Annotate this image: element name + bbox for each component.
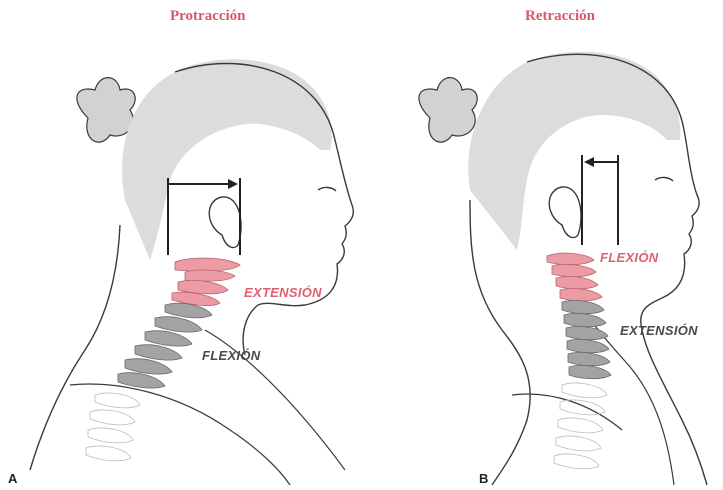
- hair-bun: [419, 78, 477, 143]
- panel-a-flexion-label: FLEXIÓN: [202, 348, 260, 363]
- ear: [209, 197, 241, 248]
- lower-vertebrae: [562, 300, 611, 378]
- neck-back: [30, 225, 120, 470]
- panel-retraction: Retracción FLEXIÓN EXTENSIÓN B: [362, 0, 723, 490]
- upper-vertebrae: [547, 253, 602, 301]
- eye: [655, 177, 673, 181]
- panel-a-extension-label: EXTENSIÓN: [244, 285, 322, 300]
- hair-bun: [77, 78, 135, 143]
- panel-a-letter: A: [8, 471, 17, 486]
- panel-b-extension-label: EXTENSIÓN: [620, 323, 698, 338]
- protraction-illustration: [0, 0, 361, 490]
- ear: [549, 187, 581, 238]
- arrow-head: [228, 179, 238, 189]
- thoracic-vertebrae: [86, 393, 140, 461]
- arrow-head: [584, 157, 594, 167]
- eye: [318, 187, 336, 191]
- panel-b-flexion-label: FLEXIÓN: [600, 250, 658, 265]
- shoulder-line: [70, 384, 290, 485]
- retraction-illustration: [362, 0, 723, 490]
- panel-a-title: Protracción: [170, 8, 246, 25]
- panel-b-letter: B: [479, 471, 488, 486]
- lower-vertebrae: [118, 303, 212, 388]
- neck-back: [470, 200, 530, 485]
- upper-vertebrae: [172, 258, 240, 306]
- thoracic-vertebrae: [554, 383, 607, 469]
- panel-b-title: Retracción: [525, 8, 595, 25]
- panel-protraction: Protracción EXTENSIÓN FLEXIÓN A: [0, 0, 361, 490]
